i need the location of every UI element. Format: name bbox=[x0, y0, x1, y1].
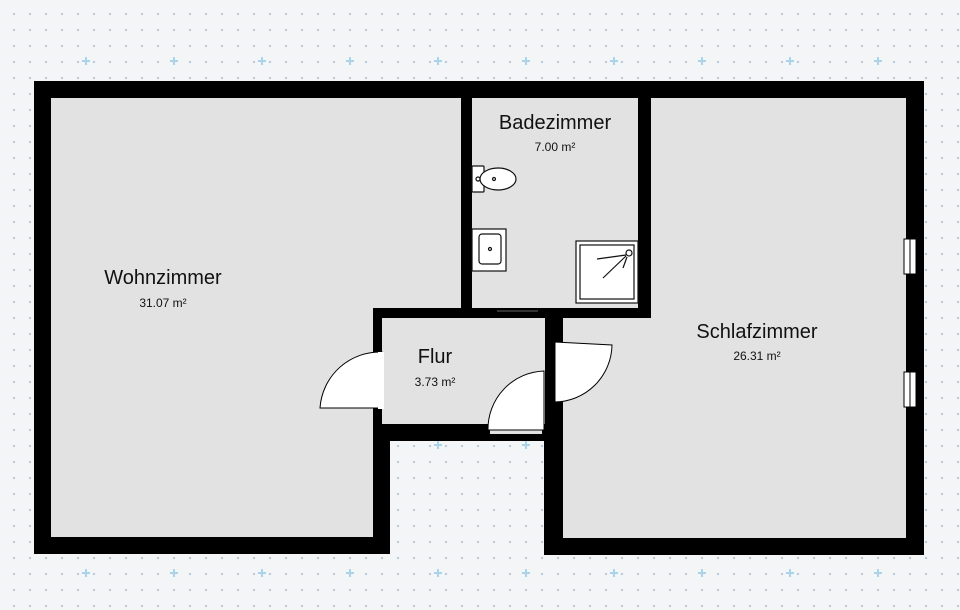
grid-cross bbox=[82, 569, 90, 577]
grid-cross bbox=[522, 57, 530, 65]
grid-cross bbox=[522, 569, 530, 577]
shower-icon bbox=[575, 240, 639, 304]
grid-cross bbox=[82, 57, 90, 65]
grid-cross bbox=[346, 569, 354, 577]
floor-wohnzimmer-lower bbox=[51, 300, 373, 537]
grid-cross bbox=[874, 57, 882, 65]
floors bbox=[51, 98, 906, 538]
grid-cross bbox=[610, 57, 618, 65]
room-name-schlafzimmer: Schlafzimmer bbox=[696, 321, 817, 343]
floor-wohnzimmer bbox=[51, 98, 461, 308]
sink-icon bbox=[471, 228, 507, 272]
grid-cross bbox=[170, 57, 178, 65]
grid-cross bbox=[698, 57, 706, 65]
grid-cross bbox=[346, 57, 354, 65]
grid-cross bbox=[258, 569, 266, 577]
grid-cross bbox=[786, 57, 794, 65]
windows bbox=[903, 238, 917, 408]
grid-cross bbox=[610, 569, 618, 577]
doors bbox=[319, 310, 613, 431]
room-labels: Wohnzimmer 31.07 m² Badezimmer 7.00 m² F… bbox=[104, 112, 818, 389]
floor-schlafzimmer bbox=[651, 98, 906, 338]
room-area-schlafzimmer: 26.31 m² bbox=[733, 349, 780, 363]
grid-cross bbox=[698, 569, 706, 577]
grid-cross bbox=[434, 57, 442, 65]
grid-cross bbox=[258, 57, 266, 65]
grid-cross bbox=[786, 569, 794, 577]
grid-cross bbox=[874, 569, 882, 577]
door-schlafzimmer bbox=[554, 341, 613, 403]
door-flur bbox=[487, 370, 545, 431]
grid-cross bbox=[522, 441, 530, 449]
grid-cross bbox=[434, 441, 442, 449]
room-name-flur: Flur bbox=[418, 346, 453, 368]
room-name-wohnzimmer: Wohnzimmer bbox=[104, 267, 222, 289]
floor-wohnzimmer-niche bbox=[287, 318, 373, 331]
room-name-badezimmer: Badezimmer bbox=[499, 112, 612, 134]
grid-cross bbox=[170, 569, 178, 577]
floor-schlafzimmer-lower bbox=[563, 318, 906, 538]
grid-cross bbox=[434, 569, 442, 577]
room-area-badezimmer: 7.00 m² bbox=[535, 140, 576, 154]
room-area-wohnzimmer: 31.07 m² bbox=[139, 296, 186, 310]
room-area-flur: 3.73 m² bbox=[415, 375, 456, 389]
door-wohnzimmer bbox=[319, 351, 383, 409]
toilet-icon bbox=[471, 165, 517, 193]
